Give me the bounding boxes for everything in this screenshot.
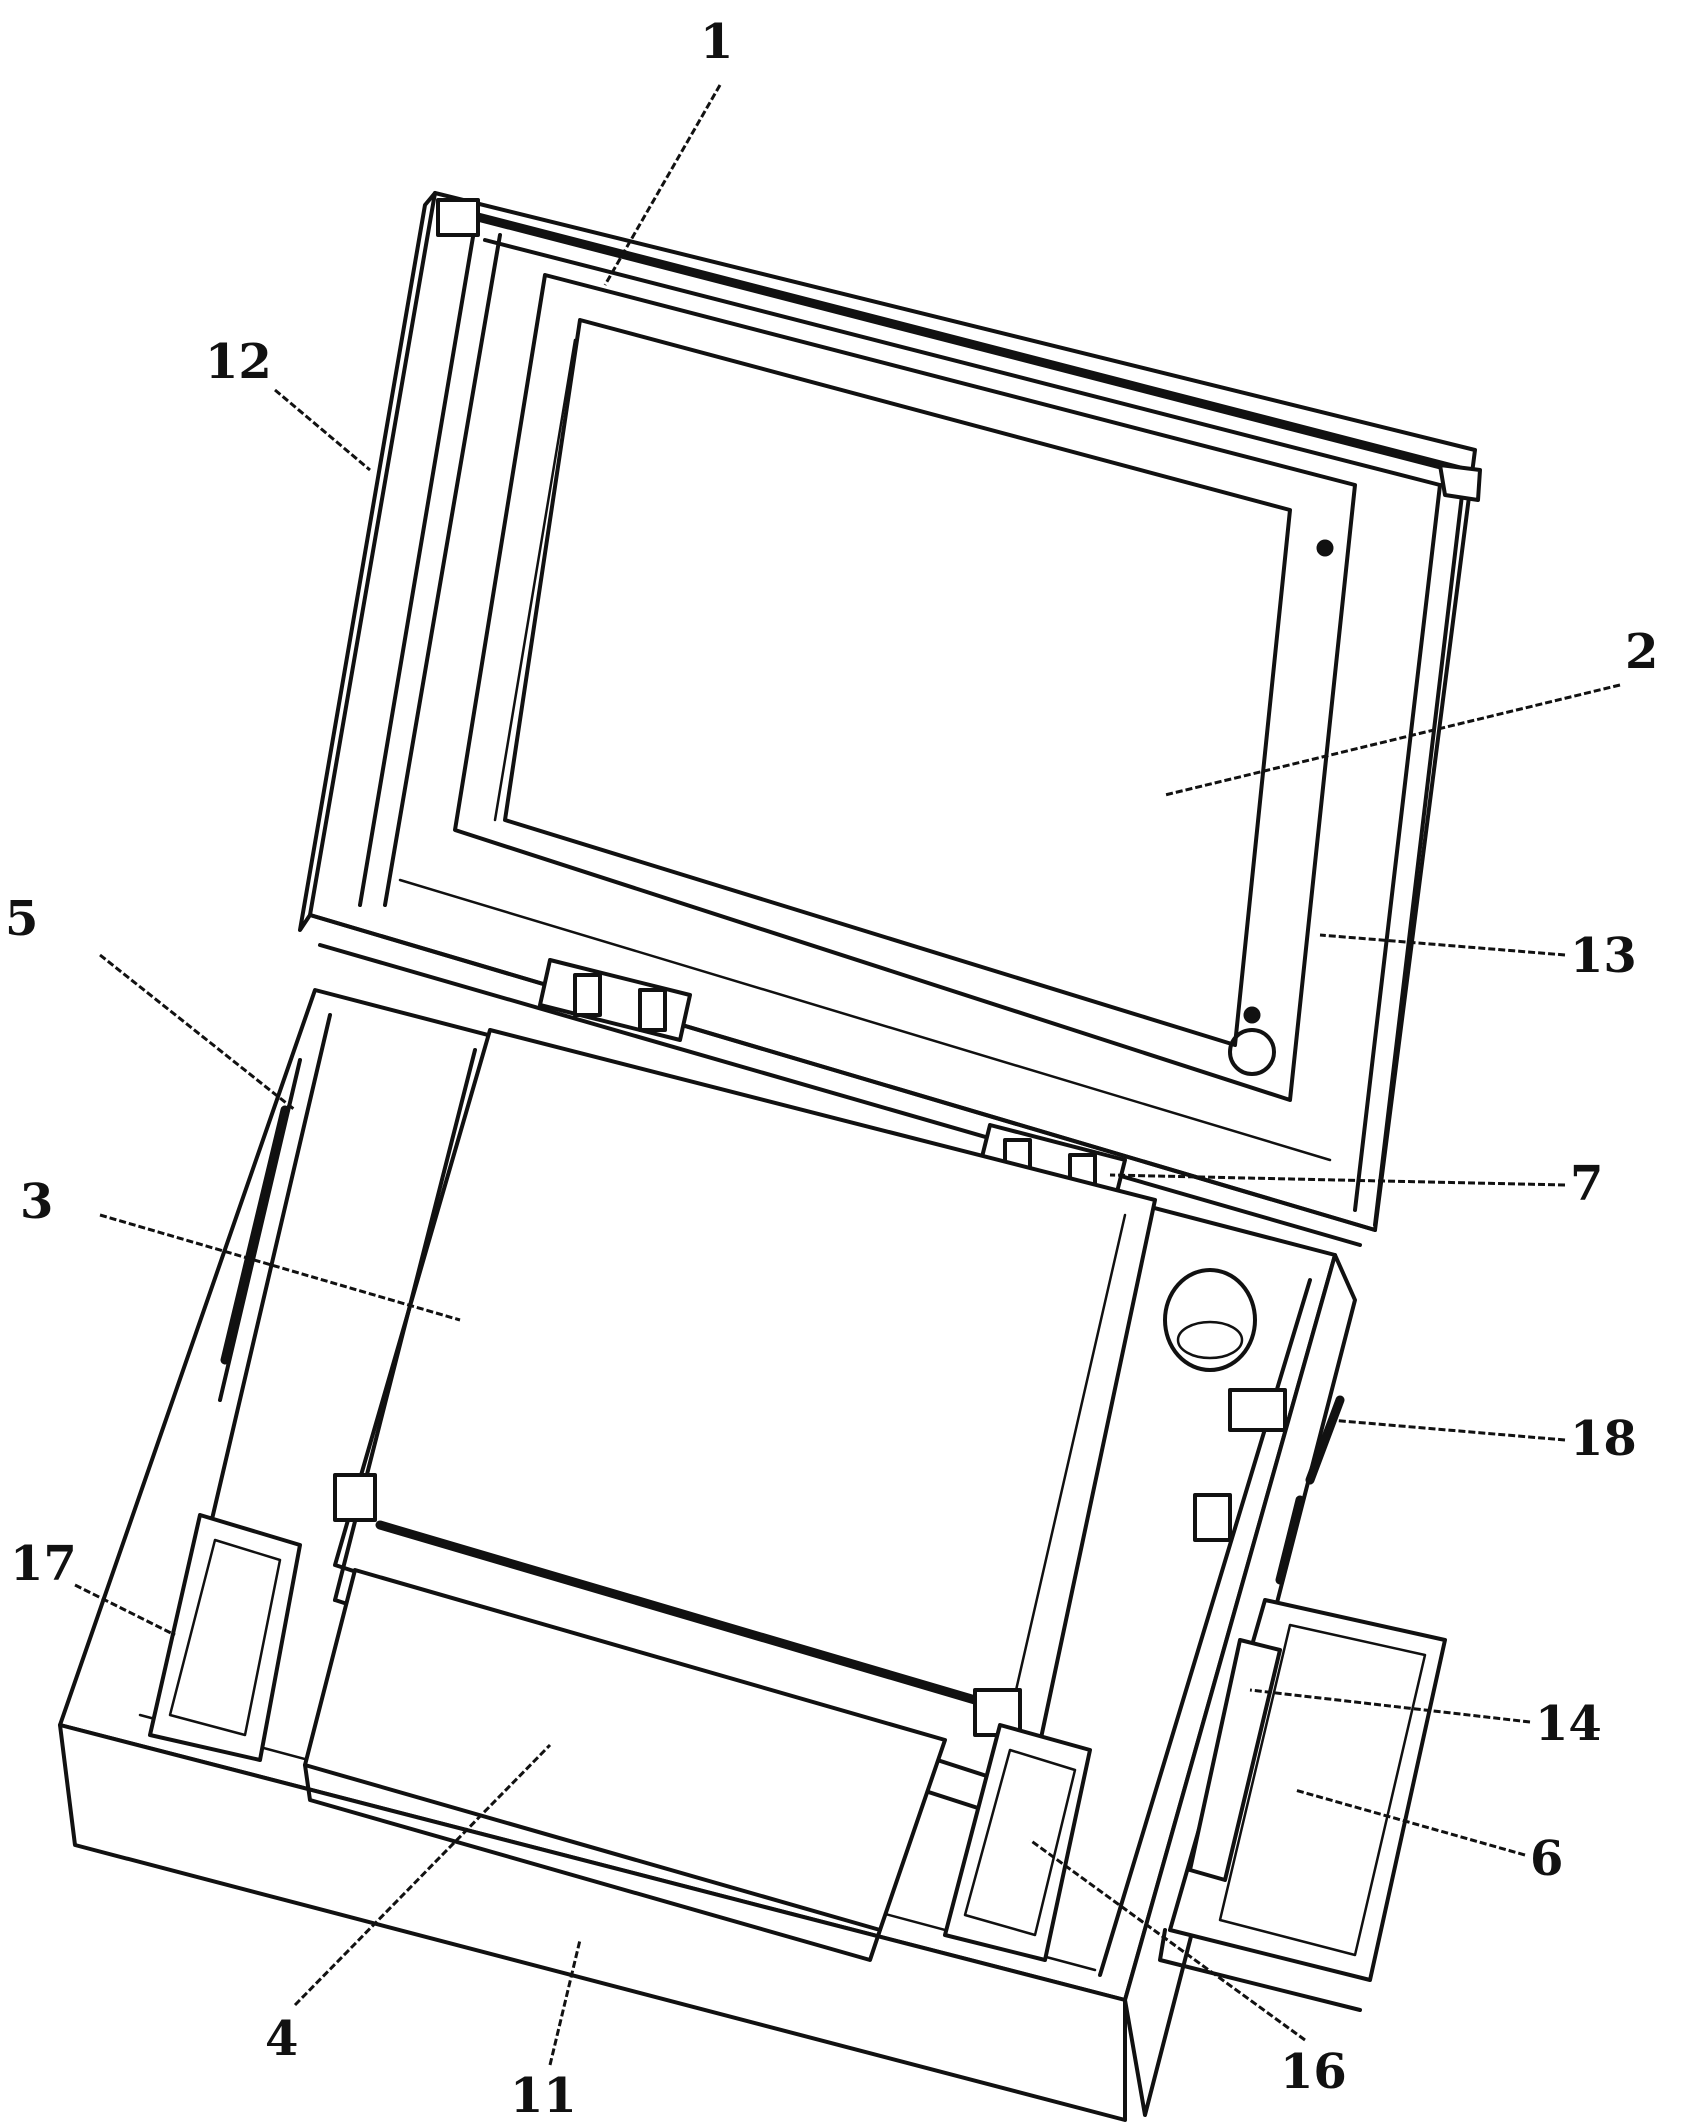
cup-16: [943, 1723, 1092, 1962]
label-4: 4: [265, 2011, 298, 2067]
label-3: 3: [20, 1174, 53, 1230]
label-17: 17: [10, 1536, 77, 1592]
tray-4: [303, 1568, 947, 1962]
callout-labels: 1 12 2 5 13 3 7 18 17 14 6 16 4 11: [5, 14, 1658, 2123]
lid: [298, 191, 1482, 1247]
label-18: 18: [1570, 1411, 1637, 1467]
tablet-panel: [333, 1028, 1157, 1822]
label-11: 11: [510, 2068, 577, 2123]
label-5: 5: [5, 891, 38, 947]
label-7: 7: [1570, 1156, 1603, 1212]
label-2: 2: [1625, 624, 1658, 680]
label-6: 6: [1530, 1831, 1563, 1887]
leader-lines: [74, 84, 1621, 2066]
card-6: [1158, 1598, 1447, 2012]
label-13: 13: [1570, 928, 1637, 984]
label-12: 12: [205, 334, 272, 390]
hinge-left: [538, 958, 692, 1042]
screen-dot-icon: [1243, 1006, 1261, 1024]
screen-dot-icon: [1316, 539, 1334, 557]
label-16: 16: [1280, 2044, 1347, 2100]
cup-17: [148, 1513, 302, 1762]
knob-18: [1163, 1268, 1345, 1585]
power-button-icon: [1228, 1028, 1276, 1076]
label-1: 1: [700, 14, 733, 70]
label-14: 14: [1535, 1696, 1602, 1752]
